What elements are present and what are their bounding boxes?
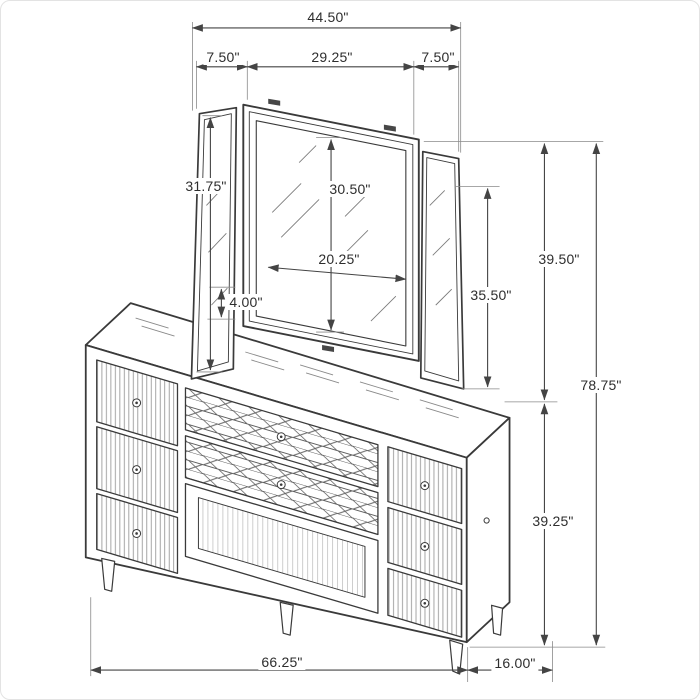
side-knob (483, 517, 490, 524)
right-mirror-glass (424, 157, 460, 382)
leg (490, 604, 504, 636)
bottom-drawer-panel (197, 497, 366, 598)
mirror-assembly (190, 98, 465, 390)
mirror-clip (383, 124, 396, 132)
left-mirror-panel (190, 106, 238, 380)
right-mirror-panel (419, 150, 465, 390)
dresser (84, 302, 511, 675)
top-grain-marks (135, 317, 459, 419)
mirror-clip (322, 345, 335, 352)
mirror-clips (268, 98, 396, 352)
dim-mirror-glass-width (267, 264, 407, 283)
leg (449, 639, 464, 675)
right-mirror-reflections (429, 190, 453, 306)
mirror-clip (268, 98, 281, 106)
dimension-lines (90, 24, 601, 674)
drawer-knobs (132, 398, 430, 608)
extension-lines (90, 21, 606, 683)
legs (101, 557, 504, 675)
leg (279, 601, 294, 636)
center-mirror-reflections (271, 145, 397, 322)
leg (101, 557, 116, 592)
